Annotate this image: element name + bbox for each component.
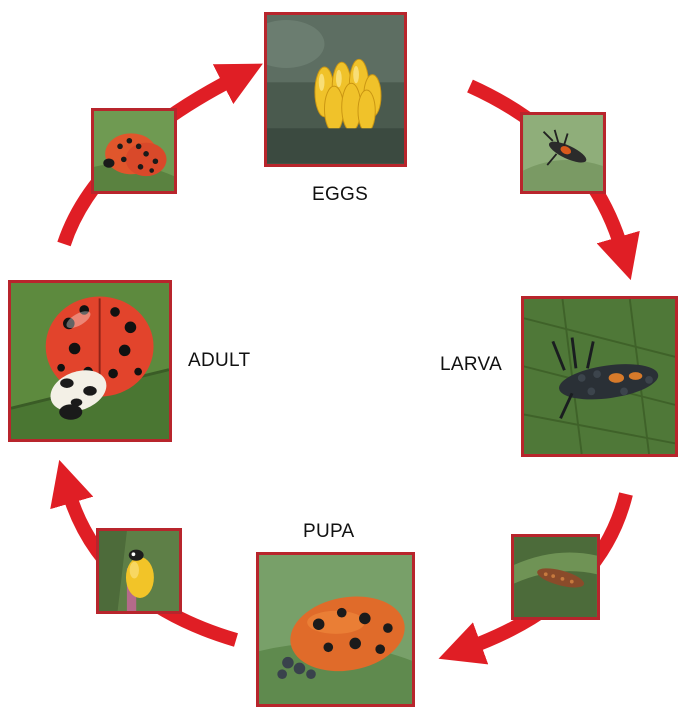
larva-photo bbox=[521, 296, 678, 457]
ladybug-pupa-photo bbox=[259, 555, 412, 704]
ladybug-larva-photo bbox=[524, 299, 675, 454]
young-larva-thumbnail bbox=[520, 112, 606, 194]
eggs-photo bbox=[264, 12, 407, 167]
mating-ladybugs-thumbnail bbox=[91, 108, 177, 194]
ladybug-adult-photo bbox=[11, 283, 169, 439]
emerging-adult-thumbnail bbox=[96, 528, 182, 614]
pupa-photo bbox=[256, 552, 415, 707]
adult-label: ADULT bbox=[188, 350, 250, 372]
young-larva-photo bbox=[523, 115, 603, 191]
mating-ladybugs-photo bbox=[94, 111, 174, 191]
larva-label: LARVA bbox=[440, 354, 502, 376]
eggs-label: EGGS bbox=[312, 184, 368, 206]
pupa-label: PUPA bbox=[303, 521, 355, 543]
emerging-adult-photo bbox=[99, 531, 179, 611]
adult-photo bbox=[8, 280, 172, 442]
ladybug-eggs-photo bbox=[267, 15, 404, 164]
prepupa-larva-photo bbox=[514, 537, 597, 617]
prepupa-thumbnail bbox=[511, 534, 600, 620]
